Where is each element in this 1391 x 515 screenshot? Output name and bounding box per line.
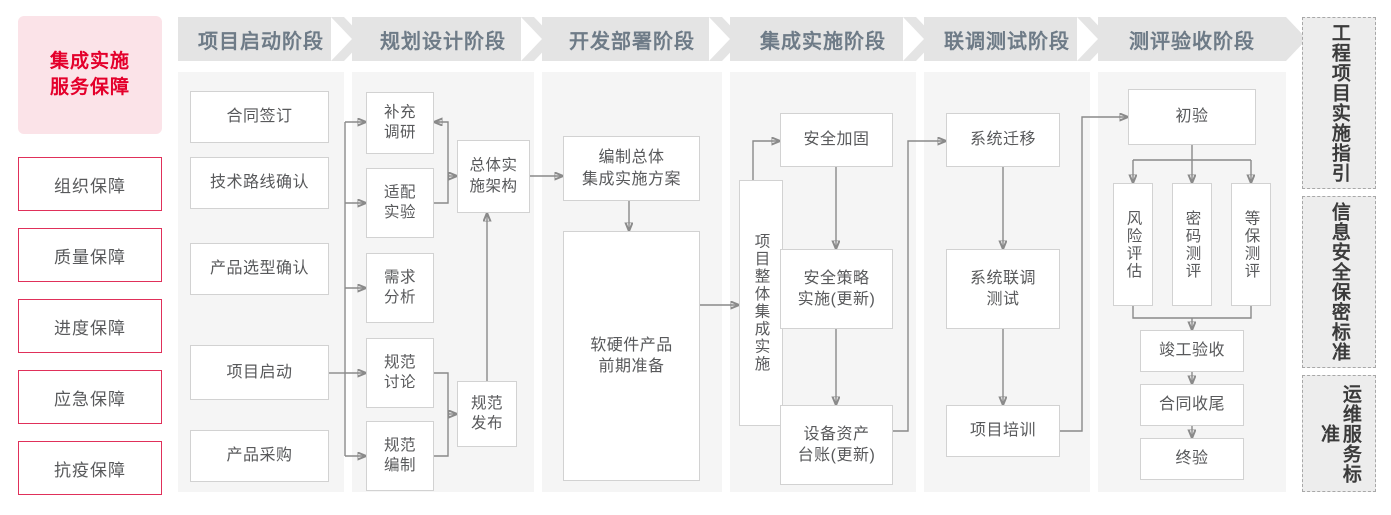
node-project-kickoff[interactable]: 项目启动 xyxy=(190,345,329,400)
phase-banner-planning[interactable]: 规划设计阶段 xyxy=(331,17,555,61)
node-risk-assessment[interactable]: 风险评估 xyxy=(1113,183,1153,306)
node-line1: 安全策略 xyxy=(803,269,870,287)
node-security-hardening[interactable]: 安全加固 xyxy=(780,113,893,167)
phase-banner-label: 开发部署阶段 xyxy=(569,30,695,53)
standard-label: 信息安全保密标准 xyxy=(1328,202,1350,362)
node-system-migration[interactable]: 系统迁移 xyxy=(946,113,1060,167)
node-contract-closeout[interactable]: 合同收尾 xyxy=(1140,384,1244,426)
node-tech-route-confirm[interactable]: 技术路线确认 xyxy=(190,157,329,209)
node-line2: 编制 xyxy=(383,457,416,474)
node-line2: 集成实施方案 xyxy=(581,170,681,188)
node-classified-protection-evaluation[interactable]: 等保测评 xyxy=(1231,183,1271,306)
phase-banner-integration[interactable]: 集成实施阶段 xyxy=(709,17,937,61)
node-adaptation-experiment[interactable]: 适配实验 xyxy=(366,168,434,238)
node-line2: 前期准备 xyxy=(598,358,665,375)
node-completion-acceptance[interactable]: 竣工验收 xyxy=(1140,330,1244,372)
sidebar-item-organization[interactable]: 组织保障 xyxy=(18,157,162,211)
phase-banner-label: 联调测试阶段 xyxy=(944,30,1070,53)
phase-banner-label: 规划设计阶段 xyxy=(380,30,506,53)
node-line2: 施架构 xyxy=(469,177,518,195)
node-product-selection-confirm[interactable]: 产品选型确认 xyxy=(190,243,329,295)
phase-banner-label: 测评验收阶段 xyxy=(1129,30,1255,53)
phase-banner-label: 集成实施阶段 xyxy=(760,30,886,53)
phase-banner-kickoff[interactable]: 项目启动阶段 xyxy=(178,17,365,61)
node-line1: 规范 xyxy=(470,394,503,412)
node-line1: 编制总体 xyxy=(598,149,665,167)
node-overall-implementation-architecture[interactable]: 总体实施架构 xyxy=(457,140,530,213)
sidebar-item-emergency[interactable]: 应急保障 xyxy=(18,370,162,424)
node-line1: 系统联调 xyxy=(969,269,1036,287)
node-contract-signing[interactable]: 合同签订 xyxy=(190,91,329,143)
node-line2: 台账(更新) xyxy=(797,447,876,464)
standard-panel-engineering-guide[interactable]: 工程项目实施指引 xyxy=(1302,17,1376,189)
node-overall-integration-plan[interactable]: 编制总体集成实施方案 xyxy=(563,136,700,201)
sidebar-header-line2: 服务保障 xyxy=(49,77,130,98)
sidebar-header-line1: 集成实施 xyxy=(49,50,130,72)
phase-banner-label: 项目启动阶段 xyxy=(198,30,324,53)
node-spec-drafting[interactable]: 规范编制 xyxy=(366,421,434,491)
node-line1: 需求 xyxy=(383,268,416,286)
node-equipment-asset-ledger[interactable]: 设备资产台账(更新) xyxy=(780,405,893,485)
standard-label: 运维服务标准 xyxy=(1318,383,1361,484)
node-supplementary-research[interactable]: 补充调研 xyxy=(366,92,434,154)
standard-panel-security-confidentiality[interactable]: 信息安全保密标准 xyxy=(1302,196,1376,368)
phase-banner-testing[interactable]: 联调测试阶段 xyxy=(903,17,1111,61)
node-hw-sw-preparation[interactable]: 软硬件产品前期准备 xyxy=(563,231,700,481)
node-overall-project-integration[interactable]: 项目整体集成实施 xyxy=(739,180,783,426)
node-line1: 补充 xyxy=(383,103,416,121)
chevron-right-icon xyxy=(1286,17,1307,61)
node-project-training[interactable]: 项目培训 xyxy=(946,405,1060,457)
chevron-notch-icon xyxy=(903,17,924,61)
node-line2: 讨论 xyxy=(383,374,416,391)
sidebar-item-quality[interactable]: 质量保障 xyxy=(18,228,162,282)
node-line1: 软硬件产品 xyxy=(590,336,673,354)
phase-banner-acceptance[interactable]: 测评验收阶段 xyxy=(1077,17,1307,61)
standard-panel-operations-service[interactable]: 运维服务标准 xyxy=(1302,375,1376,492)
node-system-joint-debug-test[interactable]: 系统联调测试 xyxy=(946,249,1060,329)
node-line2: 实施(更新) xyxy=(797,291,876,308)
node-line2: 实验 xyxy=(383,204,416,221)
chevron-notch-icon xyxy=(331,17,352,61)
sidebar-item-schedule[interactable]: 进度保障 xyxy=(18,299,162,353)
node-cryptography-evaluation[interactable]: 密码测评 xyxy=(1172,183,1212,306)
node-line1: 设备资产 xyxy=(803,425,870,443)
node-line2: 发布 xyxy=(470,415,503,432)
node-line1: 适配 xyxy=(383,183,416,201)
node-line2: 测试 xyxy=(986,291,1020,308)
phase-banner-develop[interactable]: 开发部署阶段 xyxy=(521,17,743,61)
chevron-notch-icon xyxy=(709,17,730,61)
sidebar-header: 集成实施 服务保障 xyxy=(18,16,162,134)
node-line2: 分析 xyxy=(383,289,416,306)
node-spec-discussion[interactable]: 规范讨论 xyxy=(366,338,434,408)
node-preliminary-acceptance[interactable]: 初验 xyxy=(1128,89,1256,145)
node-spec-release[interactable]: 规范发布 xyxy=(457,381,517,447)
node-line2: 调研 xyxy=(383,124,416,141)
node-final-acceptance[interactable]: 终验 xyxy=(1140,438,1244,480)
standard-label: 工程项目实施指引 xyxy=(1328,23,1350,183)
node-line1: 总体实 xyxy=(469,157,518,175)
node-product-procurement[interactable]: 产品采购 xyxy=(190,430,329,482)
chevron-notch-icon xyxy=(1077,17,1098,61)
node-line1: 规范 xyxy=(383,436,416,454)
sidebar-item-epidemic[interactable]: 抗疫保障 xyxy=(18,441,162,495)
node-line1: 规范 xyxy=(383,353,416,371)
chevron-notch-icon xyxy=(521,17,542,61)
node-security-policy-implementation[interactable]: 安全策略实施(更新) xyxy=(780,249,893,329)
node-requirement-analysis[interactable]: 需求分析 xyxy=(366,253,434,323)
